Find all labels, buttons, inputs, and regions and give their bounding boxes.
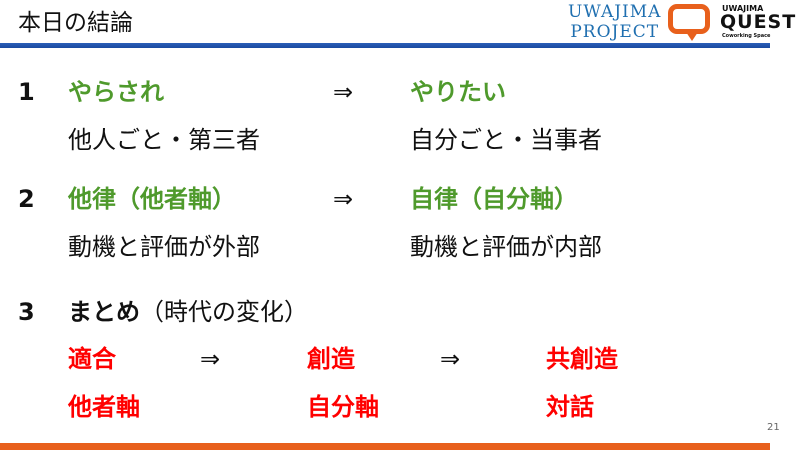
item-left: 他律（他者軸）: [68, 185, 236, 213]
item-number: 2: [18, 185, 35, 213]
page-title: 本日の結論: [18, 10, 133, 36]
item-left-sub: 他人ごと・第三者: [68, 126, 260, 154]
summary-term: 他者軸: [68, 393, 140, 421]
arrow-icon: ⇒: [333, 185, 354, 213]
summary-term: 対話: [546, 393, 594, 421]
footer-divider: [0, 443, 770, 450]
arrow-icon: ⇒: [200, 345, 221, 373]
quest-logo: QUEST: [720, 11, 797, 33]
quest-logo-small: UWAJIMA: [722, 4, 764, 13]
item-number: 3: [18, 298, 35, 326]
summary-term: 創造: [307, 345, 355, 373]
item-number: 1: [18, 78, 35, 106]
summary-term: 共創造: [546, 345, 618, 373]
speech-bubble-tail-icon: [686, 32, 698, 41]
item-right-sub: 動機と評価が内部: [410, 233, 602, 261]
summary-heading: まとめ（時代の変化）: [68, 298, 308, 326]
speech-bubble-icon: [668, 4, 710, 34]
item-right: 自律（自分軸）: [410, 185, 578, 213]
quest-logo-sub: Coworking Space: [722, 33, 771, 39]
summary-term: 自分軸: [307, 393, 379, 421]
page-number: 21: [767, 422, 780, 433]
summary-term: 適合: [68, 345, 116, 373]
item-left: やらされ: [68, 78, 164, 106]
header-divider: [0, 43, 770, 48]
item-right: やりたい: [410, 78, 506, 106]
arrow-icon: ⇒: [333, 78, 354, 106]
arrow-icon: ⇒: [440, 345, 461, 373]
item-left-sub: 動機と評価が外部: [68, 233, 260, 261]
item-right-sub: 自分ごと・当事者: [410, 126, 602, 154]
